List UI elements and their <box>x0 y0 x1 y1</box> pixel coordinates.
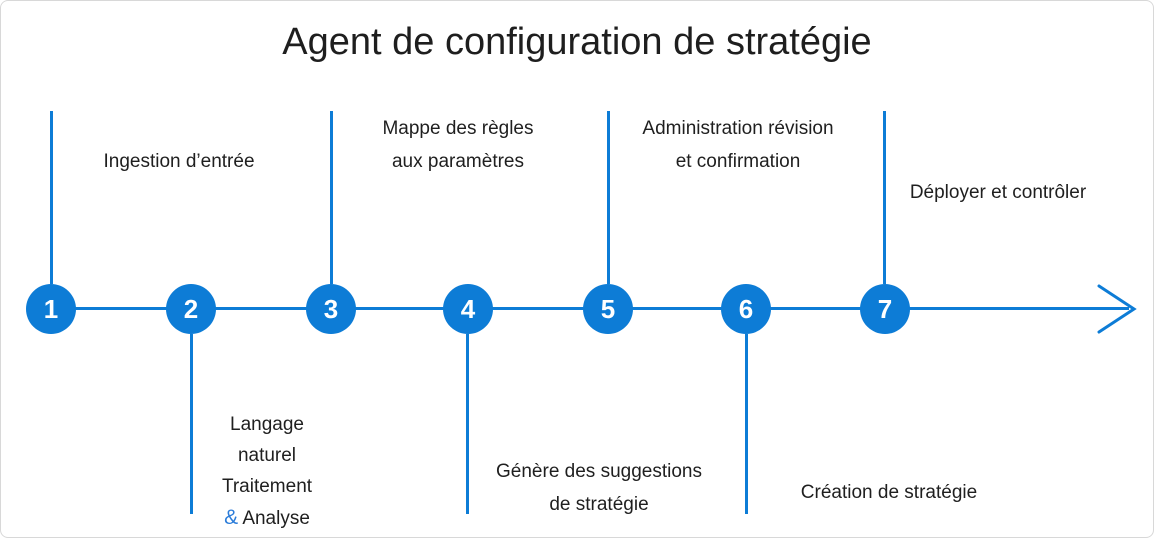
step-label-line-text: Analyse <box>242 508 310 529</box>
step-label-line: et confirmation <box>675 151 801 172</box>
step-connector-3 <box>330 111 333 284</box>
step-circle-2: 2 <box>166 284 216 334</box>
step-connector-7 <box>883 111 886 284</box>
step-number: 7 <box>877 294 893 324</box>
step-circle-5: 5 <box>583 284 633 334</box>
step-label-5: Administration révision et confirmation <box>619 112 857 178</box>
step-circle-1: 1 <box>26 284 76 334</box>
arrow-right-icon <box>1097 284 1137 334</box>
step-label-line: & Analyse <box>187 502 347 534</box>
step-connector-4 <box>466 334 469 514</box>
step-label-line: de stratégie <box>549 494 649 515</box>
step-number: 4 <box>460 294 476 324</box>
step-label-line: Administration révision <box>642 118 834 139</box>
step-number: 3 <box>323 294 339 324</box>
step-label-line: Ingestion d’entrée <box>103 151 255 172</box>
step-label-line: Création de stratégie <box>800 482 978 503</box>
step-label-line: Déployer et contrôler <box>909 182 1087 203</box>
step-number: 5 <box>600 294 616 324</box>
page-title: Agent de configuration de stratégie <box>282 21 872 63</box>
step-label-line: Génère des suggestions <box>496 461 702 482</box>
step-label-7: Déployer et contrôler <box>878 176 1118 209</box>
step-number: 2 <box>183 294 199 324</box>
step-connector-1 <box>50 111 53 284</box>
step-circle-3: 3 <box>306 284 356 334</box>
step-label-3: Mappe des règles aux paramètres <box>338 112 578 178</box>
step-circle-6: 6 <box>721 284 771 334</box>
step-connector-2 <box>190 334 193 514</box>
step-label-6: Création de stratégie <box>769 476 1009 509</box>
step-label-line: aux paramètres <box>391 151 524 172</box>
step-number: 1 <box>43 294 59 324</box>
step-label-line: Mappe des règles <box>382 118 534 139</box>
step-label-2: Langage naturel Traitement & Analyse <box>187 409 347 534</box>
step-label-line: Traitement <box>221 476 313 497</box>
step-circle-7: 7 <box>860 284 910 334</box>
ampersand-accent: & <box>224 506 239 529</box>
step-connector-5 <box>607 111 610 284</box>
step-label-line: naturel <box>237 445 297 466</box>
step-label-line: Langage <box>230 414 304 435</box>
step-circle-4: 4 <box>443 284 493 334</box>
step-connector-6 <box>745 334 748 514</box>
step-label-1: Ingestion d’entrée <box>59 145 299 178</box>
step-number: 6 <box>738 294 754 324</box>
step-label-4: Génère des suggestions de stratégie <box>479 455 719 521</box>
